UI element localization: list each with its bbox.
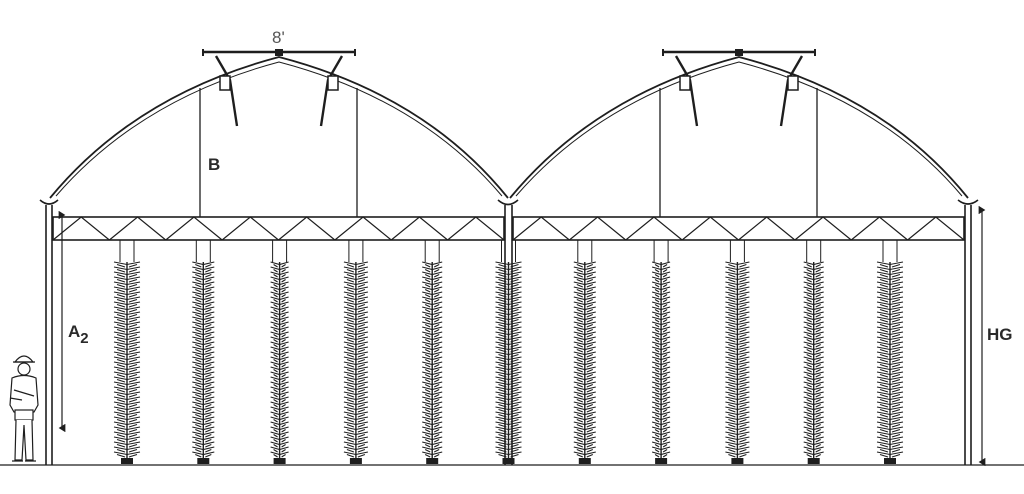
crop-row [495, 240, 522, 464]
crop-row [573, 240, 596, 464]
roof-arch-right [509, 56, 969, 199]
truss-web [52, 216, 505, 241]
crop-row [113, 240, 141, 464]
crop-rows [113, 240, 904, 464]
crop-row [876, 240, 904, 464]
crop-row [343, 240, 369, 464]
crop-row [422, 240, 443, 464]
gutter-right [957, 199, 979, 205]
truss-left [52, 216, 505, 241]
crop-row [725, 240, 750, 464]
crop-row [270, 240, 289, 464]
clear-height-subscript: 2 [80, 330, 88, 347]
crop-row [651, 240, 671, 464]
roof-arch-left [49, 56, 509, 199]
crop-row [192, 240, 215, 464]
clear-height-label: A2 [68, 322, 89, 347]
right-column [964, 205, 972, 465]
truss-drop-label: B [208, 155, 220, 174]
gutter-center [497, 199, 519, 206]
truss-right [512, 216, 965, 241]
crop-row [803, 240, 824, 464]
vent-width-label: 8' [272, 28, 285, 47]
hanger-rods [199, 88, 818, 217]
roof-vent-left [202, 49, 356, 127]
gutter-height-label: HG [987, 325, 1013, 344]
worker-figure [9, 355, 39, 462]
gutter-left [39, 199, 59, 205]
left-column [45, 205, 53, 465]
clear-height-letter: A [68, 322, 80, 341]
roof-vent-right [662, 49, 816, 127]
truss-web [512, 216, 965, 241]
